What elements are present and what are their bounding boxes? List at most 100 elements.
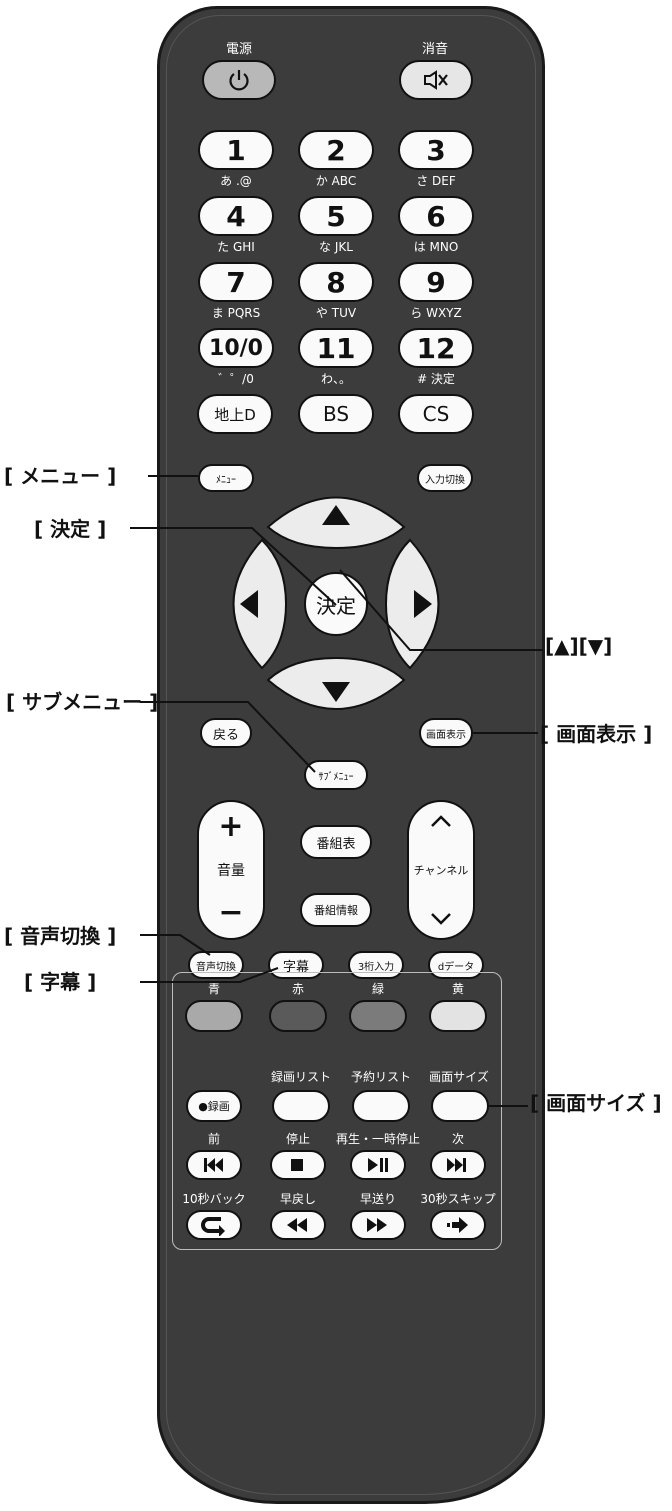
stop-icon (291, 1159, 303, 1171)
down-arrow-icon (322, 682, 350, 702)
terrestrial-button[interactable]: 地上D (197, 394, 273, 434)
minus-icon[interactable]: − (218, 895, 244, 930)
blue-label: 青 (207, 982, 221, 996)
mute-label: 消音 (421, 42, 449, 57)
next-button[interactable] (430, 1150, 486, 1180)
callout-audio: [ 音声切換 ] (4, 924, 117, 948)
number-button-5[interactable]: 5 (298, 196, 374, 236)
prev-button[interactable] (186, 1150, 242, 1180)
leader-subtitle (140, 967, 279, 983)
green-button[interactable] (349, 1000, 407, 1032)
red-button[interactable] (269, 1000, 327, 1032)
number-sublabel: わ、。 (320, 372, 352, 386)
chevron-up-icon[interactable] (430, 814, 452, 828)
power-button[interactable] (202, 60, 276, 100)
skip-button[interactable] (430, 1210, 486, 1240)
lower-panel (172, 972, 502, 1250)
leader-arrows (339, 569, 543, 651)
number-sublabel: な JKL (319, 240, 353, 254)
transport-label: 30秒スキップ (420, 1192, 496, 1206)
display-button[interactable]: 画面表示 (419, 718, 473, 748)
fast-forward-icon (367, 1218, 387, 1232)
number-sublabel: ゛゜/0 (218, 372, 254, 386)
submenu-button[interactable]: ｻﾌﾞﾒﾆｭｰ (304, 760, 368, 790)
guide-button[interactable]: 番組表 (300, 825, 372, 859)
leader-submenu (140, 701, 316, 773)
play-pause-icon (368, 1158, 388, 1172)
number-sublabel: あ .@ (220, 174, 252, 188)
up-arrow-icon (322, 505, 350, 525)
reserve-list-button[interactable] (352, 1090, 410, 1122)
transport-label: 早送り (359, 1192, 397, 1206)
number-button-11[interactable]: 11 (298, 328, 374, 368)
number-button-9[interactable]: 9 (398, 262, 474, 302)
number-sublabel: ま PQRS (211, 306, 261, 320)
callout-arrows: [▲][▼] (545, 634, 613, 658)
replay-icon (201, 1217, 225, 1236)
callout-subtitle: [ 字幕 ] (24, 970, 97, 994)
transport-label: 再生・一時停止 (335, 1132, 421, 1146)
power-label: 電源 (225, 42, 253, 57)
rec-list-button[interactable] (272, 1090, 330, 1122)
3digit-input-button[interactable]: 3桁入力 (348, 951, 404, 979)
transport-label: 前 (207, 1132, 221, 1146)
right-arrow-icon (414, 590, 432, 618)
cs-button[interactable]: CS (398, 394, 474, 434)
callout-ok: [ 決定 ] (34, 517, 107, 541)
subtitle-button[interactable]: 字幕 (268, 951, 324, 979)
green-label: 緑 (371, 982, 385, 996)
volume-rocker[interactable]: + 音量 − (197, 800, 265, 940)
prev-icon (204, 1158, 223, 1172)
plus-icon[interactable]: + (218, 809, 244, 844)
rewind-icon (287, 1218, 307, 1232)
number-button-12[interactable]: 12 (398, 328, 474, 368)
mute-button[interactable] (399, 60, 473, 100)
number-button-8[interactable]: 8 (298, 262, 374, 302)
transport-label: 次 (451, 1132, 465, 1146)
remote-inner-border (166, 15, 536, 1495)
left-arrow-icon (240, 590, 258, 618)
program-info-button[interactable]: 番組情報 (300, 893, 372, 927)
fast-forward-button[interactable] (350, 1210, 406, 1240)
rewind-button[interactable] (270, 1210, 326, 1240)
number-button-7[interactable]: 7 (198, 262, 274, 302)
callout-display: [ 画面表示 ] (540, 722, 653, 746)
back-button[interactable]: 戻る (200, 718, 252, 748)
number-button-6[interactable]: 6 (398, 196, 474, 236)
leader-audio (140, 934, 211, 956)
stop-button[interactable] (270, 1150, 326, 1180)
number-button-1[interactable]: 1 (198, 130, 274, 170)
input-switch-button[interactable]: 入力切換 (417, 464, 473, 492)
screen-size-button[interactable] (431, 1090, 489, 1122)
yellow-label: 黄 (451, 982, 465, 996)
number-sublabel: た GHI (217, 240, 255, 254)
yellow-button[interactable] (429, 1000, 487, 1032)
data-button[interactable]: dデータ (428, 951, 484, 979)
number-button-3[interactable]: 3 (398, 130, 474, 170)
number-button-10-0[interactable]: 10/0 (198, 328, 274, 368)
play-pause-button[interactable] (350, 1150, 406, 1180)
record-button[interactable]: ●録画 (186, 1090, 242, 1122)
channel-rocker[interactable]: チャンネル (407, 800, 475, 940)
bs-button[interactable]: BS (298, 394, 374, 434)
transport-label: 早戻し (279, 1192, 317, 1206)
mute-icon (424, 70, 448, 90)
blue-button[interactable] (185, 1000, 243, 1032)
volume-label: 音量 (217, 863, 245, 879)
menu-button[interactable]: ﾒﾆｭｰ (198, 464, 254, 492)
replay-button[interactable] (186, 1210, 242, 1240)
number-button-2[interactable]: 2 (298, 130, 374, 170)
number-sublabel: は MNO (413, 240, 459, 254)
screen-size-label: 画面サイズ (429, 1070, 489, 1084)
ok-button[interactable]: 決定 (304, 572, 368, 636)
number-sublabel: や TUV (315, 306, 357, 320)
power-icon (229, 70, 249, 91)
number-sublabel: ら WXYZ (410, 306, 462, 320)
rec-list-label: 録画リスト (270, 1070, 332, 1084)
chevron-down-icon[interactable] (430, 912, 452, 926)
callout-submenu: [ サブメニュー ] (6, 690, 159, 714)
audio-switch-button[interactable]: 音声切換 (188, 951, 244, 979)
channel-label: チャンネル (413, 864, 469, 877)
number-button-4[interactable]: 4 (198, 196, 274, 236)
